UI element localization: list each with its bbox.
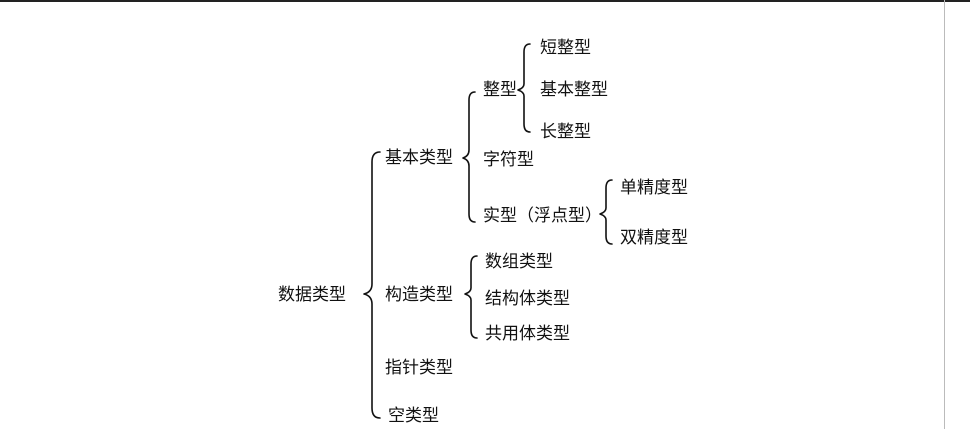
constructed-type-label: 构造类型 [385, 285, 453, 305]
basic-type-label: 基本类型 [385, 148, 453, 168]
char-type-label: 字符型 [483, 150, 534, 170]
short-int-label: 短整型 [540, 38, 591, 58]
void-type-label: 空类型 [388, 406, 439, 426]
top-border-line [0, 0, 970, 2]
integer-brace [517, 43, 531, 133]
double-precision-label: 双精度型 [620, 228, 688, 248]
root-label: 数据类型 [278, 285, 346, 305]
pointer-type-label: 指针类型 [385, 358, 453, 378]
struct-type-label: 结构体类型 [485, 289, 570, 309]
integer-type-label: 整型 [483, 80, 517, 100]
basic-brace [462, 91, 476, 223]
real-brace [599, 179, 613, 245]
long-int-label: 长整型 [540, 122, 591, 142]
real-type-label: 实型（浮点型） [483, 206, 602, 226]
root-brace [363, 151, 381, 419]
basic-int-label: 基本整型 [540, 80, 608, 100]
array-type-label: 数组类型 [485, 252, 553, 272]
union-type-label: 共用体类型 [485, 324, 570, 344]
single-precision-label: 单精度型 [620, 178, 688, 198]
constructed-brace [464, 255, 478, 339]
right-border-line [944, 0, 945, 429]
